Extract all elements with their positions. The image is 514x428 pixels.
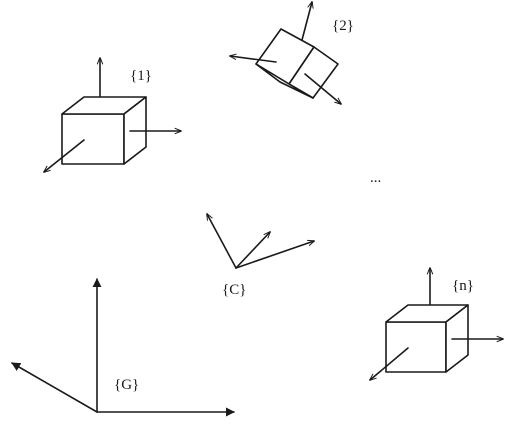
frame-1-group: {1} — [44, 57, 182, 172]
frame-1-label: {1} — [130, 68, 152, 84]
frame-c-axis-3 — [235, 241, 314, 269]
frame-n-label: {n} — [452, 278, 474, 294]
frame-g-group: {G} — [11, 278, 235, 417]
frame-1-y-axis — [44, 139, 85, 172]
frame-2-cube-bottom — [255, 63, 314, 99]
frame-2-z-axis — [301, 2, 312, 41]
frame-2-group: {2} — [230, 2, 354, 104]
frame-g-label: {G} — [114, 377, 139, 393]
frame-c-group: {C} — [207, 214, 314, 298]
frame-2-y-axis — [230, 56, 277, 63]
frame-2-x-axis — [304, 73, 341, 104]
ellipsis-text: ... — [370, 170, 381, 186]
frame-n-cube-front — [385, 321, 447, 373]
frame-n-y-axis — [370, 347, 409, 380]
frame-2-label: {2} — [332, 18, 354, 34]
frame-g-y-axis — [11, 362, 98, 413]
frame-c-axis-1 — [207, 214, 237, 269]
frame-1-cube-front — [61, 113, 125, 165]
frame-c-label: {C} — [222, 282, 246, 298]
frame-c-axis-2 — [235, 232, 270, 269]
frame-n-group: {n} — [370, 267, 504, 380]
